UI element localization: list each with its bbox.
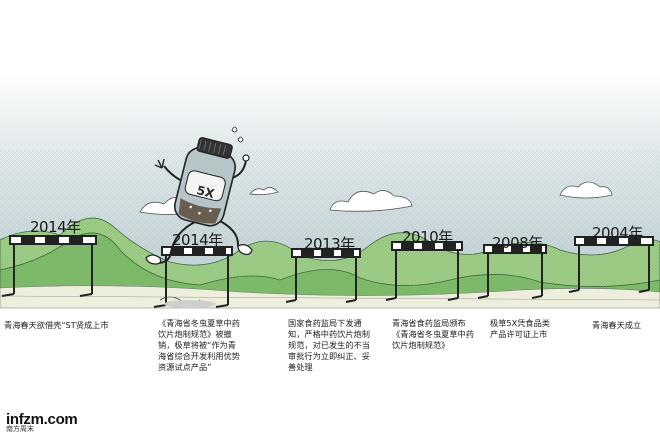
year-label-2013: 2013年 xyxy=(304,235,355,253)
year-label-2010: 2010年 xyxy=(402,228,453,246)
clouds xyxy=(139,181,613,215)
hurdle-2004 xyxy=(568,236,654,293)
hurdle-2008 xyxy=(477,244,547,299)
jar-runner: 5X xyxy=(145,126,253,308)
year-label-2014a: 2014年 xyxy=(30,218,81,236)
year-label-2004: 2004年 xyxy=(592,224,643,242)
hurdle-2010 xyxy=(385,241,463,301)
watermark-sub: 南方周末 xyxy=(6,426,34,433)
caption-2004: 青海春天成立 xyxy=(592,320,642,330)
hurdle-2013 xyxy=(285,248,361,303)
year-label-2014b: 2014年 xyxy=(172,231,223,249)
year-label-2008: 2008年 xyxy=(492,234,543,252)
caption-2014b: 《青海省冬虫夏草中药饮片炮制规范》被撤销，极草将被“作为青海省综合开发利用优势资… xyxy=(158,318,240,372)
caption-2014a: 青海春天欲借壳“ST贤成上市 xyxy=(4,320,109,330)
hurdle-2014a xyxy=(1,235,97,297)
caption-2008: 极草5X凭食品类产品许可证上市 xyxy=(490,318,550,339)
jar-label: 5X xyxy=(195,183,216,201)
caption-2013: 国家食药监局下发通知，严格中药饮片炮制规范，对已发生的不当审批行为立即纠正、妥善… xyxy=(288,318,370,372)
hurdle-2014b xyxy=(153,246,233,308)
caption-2010: 青海省食药监局颁布《青海省冬虫夏草中药饮片炮制规范》 xyxy=(392,318,474,350)
watermark-site: infzm.com xyxy=(6,411,78,428)
